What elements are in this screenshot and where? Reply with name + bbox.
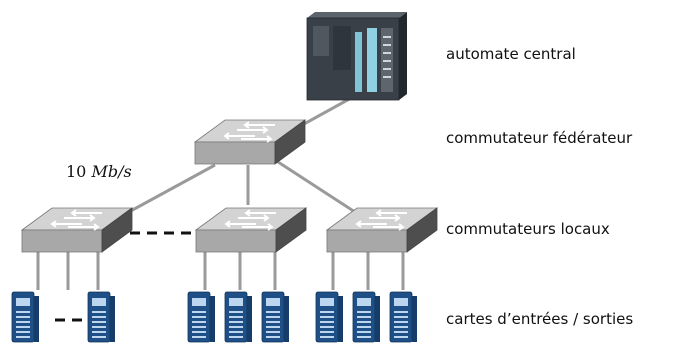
label-plc: automate central <box>446 45 576 63</box>
io-card-icon <box>315 291 344 343</box>
link-speed-unit: Mb/s <box>91 162 132 181</box>
io-card-icon <box>87 291 116 343</box>
io-card-icon <box>389 291 418 343</box>
switch-icon <box>326 207 438 253</box>
switch-icon <box>21 207 133 253</box>
label-local-switches: commutateurs locaux <box>446 220 610 238</box>
label-io-cards: cartes d’entrées / sorties <box>446 310 634 328</box>
switch-icon <box>195 207 307 253</box>
switch-icon <box>194 119 306 165</box>
link-speed-label: 10 Mb/s <box>66 162 132 181</box>
label-core-switch: commutateur fédérateur <box>446 129 633 147</box>
link-speed-value: 10 <box>66 162 87 181</box>
io-card-icon <box>11 291 40 343</box>
io-card-icon <box>261 291 290 343</box>
link-core-local-3 <box>274 158 356 214</box>
links <box>36 90 405 290</box>
io-card-icon <box>352 291 381 343</box>
plc-icon <box>306 12 407 101</box>
io-card-icon <box>224 291 253 343</box>
io-card-icon <box>187 291 216 343</box>
